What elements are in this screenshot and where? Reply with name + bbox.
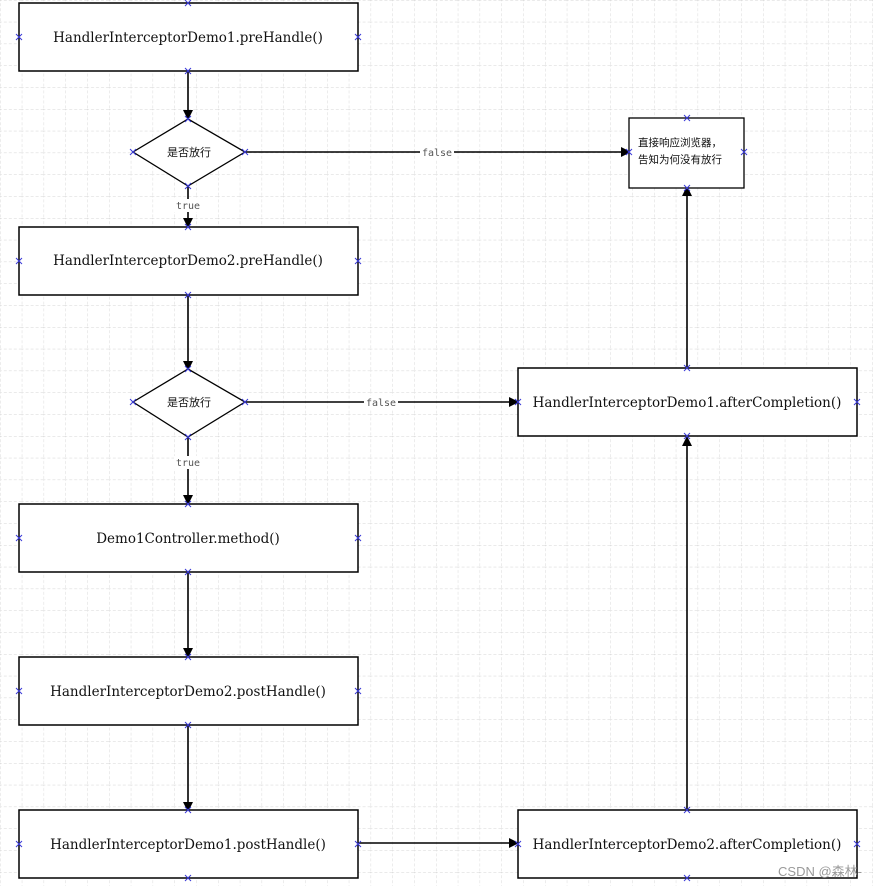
- connection-handle-icon: [354, 840, 362, 848]
- connection-handle-icon: [184, 291, 192, 299]
- node-label: 是否放行: [167, 145, 211, 159]
- connection-handle-icon: [354, 33, 362, 41]
- node-label: 是否放行: [167, 395, 211, 409]
- connection-handle-icon: [354, 257, 362, 265]
- node-demo2-prehandle[interactable]: HandlerInterceptorDemo2.preHandle(): [18, 226, 359, 296]
- connection-handle-icon: [354, 534, 362, 542]
- node-demo1-aftercompletion[interactable]: HandlerInterceptorDemo1.afterCompletion(…: [517, 367, 858, 437]
- node-response-browser[interactable]: 直接响应浏览器， 告知为何没有放行: [628, 117, 745, 189]
- connection-handle-icon: [853, 840, 861, 848]
- connection-handle-icon: [15, 840, 23, 848]
- connection-handle-icon: [184, 0, 192, 7]
- node-controller-method[interactable]: Demo1Controller.method(): [18, 503, 359, 573]
- connection-handle-icon: [15, 33, 23, 41]
- connection-handle-icon: [184, 365, 192, 373]
- connection-handle-icon: [683, 874, 691, 882]
- node-label: HandlerInterceptorDemo2.postHandle(): [50, 684, 326, 700]
- edge-label-d1-true: true: [176, 201, 200, 212]
- connection-handle-icon: [683, 806, 691, 814]
- connection-handle-icon: [514, 398, 522, 406]
- edge-labels: true false true false: [174, 146, 454, 469]
- edge-label-d2-false: false: [366, 398, 396, 409]
- connection-handle-icon: [184, 653, 192, 661]
- connection-handle-icon: [15, 687, 23, 695]
- node-label-line1: 直接响应浏览器，: [638, 136, 722, 149]
- connection-handle-icon: [129, 148, 137, 156]
- watermark: CSDN @森林-: [778, 864, 862, 879]
- node-label: HandlerInterceptorDemo2.afterCompletion(…: [533, 837, 842, 853]
- node-label-line2: 告知为何没有放行: [638, 153, 722, 166]
- connection-handle-icon: [625, 148, 633, 156]
- node-demo2-posthandle[interactable]: HandlerInterceptorDemo2.postHandle(): [18, 656, 359, 726]
- connection-handle-icon: [129, 398, 137, 406]
- connection-handle-icon: [184, 806, 192, 814]
- node-demo1-posthandle[interactable]: HandlerInterceptorDemo1.postHandle(): [18, 809, 359, 879]
- connection-handle-icon: [683, 184, 691, 192]
- connection-handle-icon: [15, 257, 23, 265]
- node-label: HandlerInterceptorDemo1.afterCompletion(…: [533, 395, 842, 411]
- edge-label-d2-true: true: [176, 458, 200, 469]
- connection-handle-icon: [184, 115, 192, 123]
- node-demo1-prehandle[interactable]: HandlerInterceptorDemo1.preHandle(): [18, 2, 359, 72]
- connection-handle-icon: [740, 148, 748, 156]
- connection-handle-icon: [184, 721, 192, 729]
- connection-handle-icon: [853, 398, 861, 406]
- connection-handle-icon: [241, 148, 249, 156]
- edge-label-d1-false: false: [422, 148, 452, 159]
- node-label: HandlerInterceptorDemo2.preHandle(): [53, 253, 323, 269]
- node-demo2-aftercompletion[interactable]: HandlerInterceptorDemo2.afterCompletion(…: [517, 809, 858, 879]
- connection-handle-icon: [683, 432, 691, 440]
- connection-handle-icon: [354, 687, 362, 695]
- connection-handle-icon: [184, 67, 192, 75]
- connection-handle-icon: [514, 840, 522, 848]
- connection-handle-icon: [184, 182, 192, 190]
- node-decision1[interactable]: 是否放行: [131, 118, 247, 187]
- connection-handle-icon: [184, 500, 192, 508]
- connection-handle-icon: [184, 223, 192, 231]
- connection-handle-icon: [184, 568, 192, 576]
- connection-handle-icon: [184, 874, 192, 882]
- node-decision2[interactable]: 是否放行: [131, 368, 247, 438]
- node-label: Demo1Controller.method(): [96, 531, 280, 547]
- connection-handles: [15, 0, 861, 882]
- node-label: HandlerInterceptorDemo1.preHandle(): [53, 30, 323, 46]
- connection-handle-icon: [184, 433, 192, 441]
- connection-handle-icon: [683, 364, 691, 372]
- node-label: HandlerInterceptorDemo1.postHandle(): [50, 837, 326, 853]
- connection-handle-icon: [15, 534, 23, 542]
- connection-handle-icon: [683, 114, 691, 122]
- connection-handle-icon: [241, 398, 249, 406]
